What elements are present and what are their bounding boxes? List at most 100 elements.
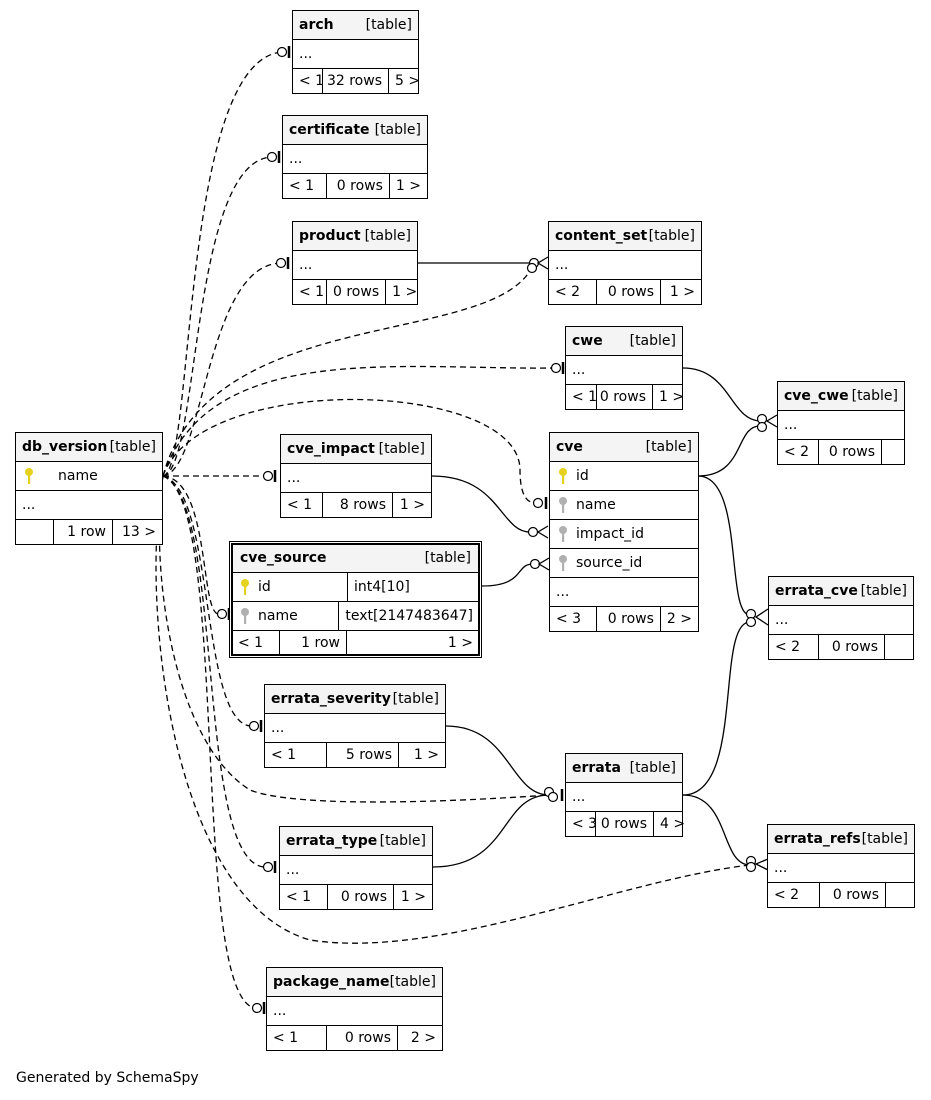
table-name: errata	[572, 760, 621, 776]
table-name: product	[299, 228, 361, 244]
table-type: [table]	[629, 760, 676, 776]
row-count: 0 rows	[597, 385, 653, 409]
children-count: 1 >	[669, 284, 695, 300]
column-name: source_id	[576, 555, 643, 571]
row-count: 1 row	[280, 631, 347, 655]
parents-count: < 1	[232, 631, 280, 655]
column-ellipsis: ...	[784, 417, 798, 433]
table-type: [table]	[629, 333, 676, 349]
table-type: [table]	[645, 439, 692, 455]
rel-db_version-cwe	[162, 365, 557, 477]
row-count: 5 rows	[327, 743, 399, 767]
children-count: 13 >	[122, 524, 156, 540]
parents-count: < 1	[280, 885, 328, 909]
table-name: cve_impact	[287, 441, 375, 457]
table-type: [table]	[378, 441, 425, 457]
column-name: id	[258, 579, 271, 595]
column-ellipsis: ...	[289, 151, 303, 167]
table-header: errata_severity[table]	[265, 685, 445, 714]
column-ellipsis: ...	[299, 257, 313, 273]
primary-key-icon	[241, 579, 249, 595]
column-name: name	[58, 468, 98, 484]
column-ellipsis: ...	[774, 860, 788, 876]
parents-count: < 3	[566, 812, 597, 836]
table-type: [table]	[364, 228, 411, 244]
table-header: errata_cve[table]	[769, 577, 913, 606]
table-header: errata_type[table]	[280, 827, 432, 856]
children-count: 1 >	[413, 747, 439, 763]
children-count: 5 >	[395, 73, 421, 89]
column-ellipsis: ...	[775, 612, 789, 628]
generated-by-label: Generated by SchemaSpy	[16, 1070, 199, 1086]
parents-count: < 2	[778, 440, 819, 464]
table-name: errata_refs	[774, 831, 861, 847]
parents-count: < 2	[549, 280, 597, 304]
children-count: 1 >	[392, 284, 418, 300]
rel-db_version-cve_source	[162, 475, 219, 615]
rel-db_version-package_name	[162, 475, 255, 1009]
rel-db_version-errata_type	[162, 475, 265, 868]
table-name: errata_severity	[271, 691, 391, 707]
table-header: errata [table]	[566, 754, 682, 783]
table-type: [table]	[392, 691, 439, 707]
rel-errata_severity-errata	[445, 725, 550, 796]
parents-count: < 3	[550, 607, 597, 631]
table-type: [table]	[374, 122, 421, 138]
column-ellipsis: ...	[271, 720, 285, 736]
table-header: package_name[table]	[267, 968, 442, 997]
table-type: [table]	[648, 228, 695, 244]
table-type: [table]	[851, 388, 898, 404]
rel-db_version-certificate	[162, 156, 273, 477]
children-count: 4 >	[660, 816, 686, 832]
table-name: certificate	[289, 122, 370, 138]
table-header: cve_impact[table]	[281, 435, 431, 464]
table-type: [table]	[109, 439, 156, 455]
table-header: product[table]	[293, 222, 417, 251]
table-name: db_version	[22, 439, 108, 455]
children-count: 1 >	[399, 497, 425, 513]
table-name: arch	[299, 17, 334, 33]
parents-count: < 2	[768, 883, 820, 907]
column-type: int4[10]	[347, 573, 479, 601]
table-name: cve_source	[240, 550, 327, 566]
primary-key-icon	[25, 468, 33, 484]
rel-errata-errata_cve	[682, 621, 751, 796]
table-cve[interactable]: cve[table] id name impact_id source_id .…	[549, 432, 699, 632]
foreign-key-icon	[241, 608, 249, 624]
parents-count: < 2	[769, 635, 819, 659]
foreign-key-icon	[559, 497, 567, 513]
table-name: cve	[556, 439, 583, 455]
parents-count: < 1	[566, 385, 597, 409]
rel-cve_source-cve	[481, 563, 534, 587]
rel-db_version-cve	[162, 398, 536, 504]
table-header: content_set[table]	[549, 222, 701, 251]
table-name: content_set	[555, 228, 648, 244]
column-name: name	[576, 497, 616, 513]
column-ellipsis: ...	[572, 789, 586, 805]
children-count	[886, 883, 914, 907]
row-count: 0 rows	[820, 883, 886, 907]
row-count: 0 rows	[327, 174, 390, 198]
parents-count	[16, 520, 54, 544]
rel-cve-cve_cwe	[697, 425, 761, 477]
parents-count: < 1	[293, 69, 324, 93]
table-name: errata_cve	[775, 583, 858, 599]
children-count: 1 >	[395, 178, 421, 194]
row-count: 1 row	[54, 520, 113, 544]
foreign-key-icon	[559, 555, 567, 571]
